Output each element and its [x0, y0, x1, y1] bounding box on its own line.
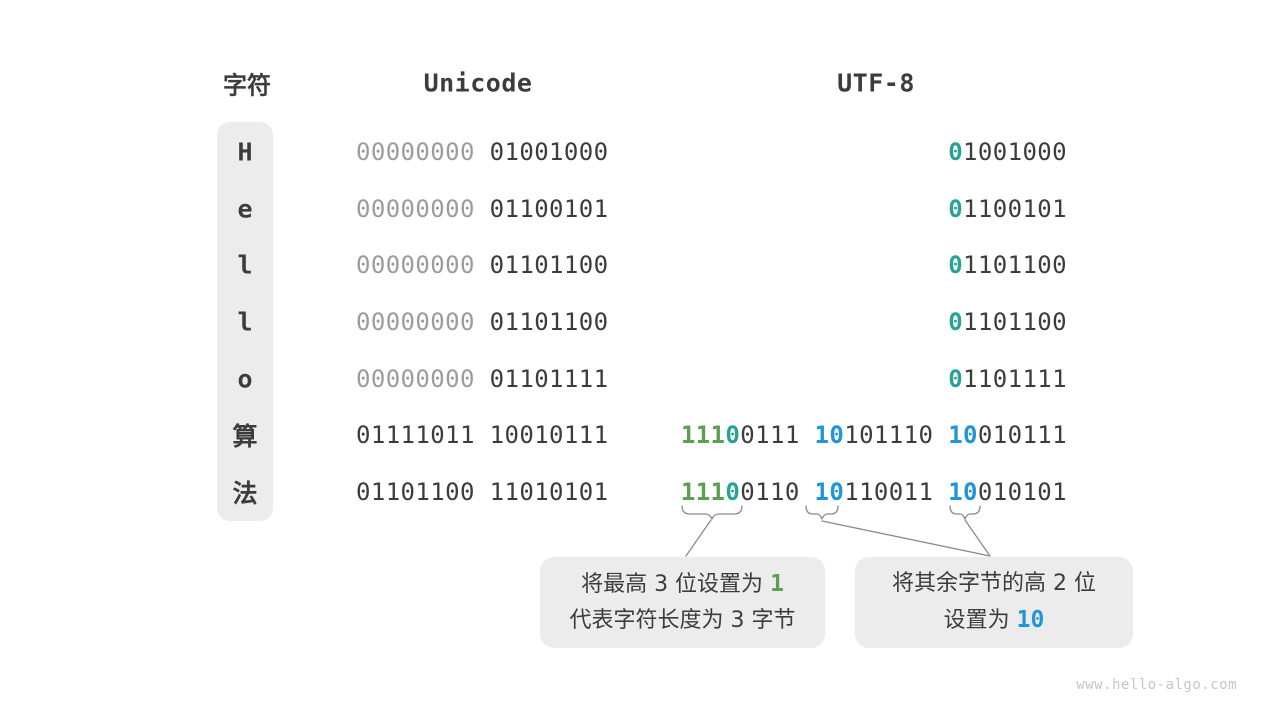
callout-line: 设置为 10	[944, 602, 1045, 639]
bit-segment-green: 1	[770, 571, 784, 597]
bit-segment-dark: 1101100	[963, 307, 1067, 336]
bit-segment-dark: 1001000	[963, 138, 1067, 166]
callout-line: 代表字符长度为 3 字节	[570, 603, 796, 639]
bit-segment-green: 111	[680, 477, 726, 506]
bit-segment-teal: 0	[725, 477, 741, 506]
bit-segment-dark: 01100101	[474, 194, 609, 223]
underbrace-cont-byte2	[805, 505, 839, 520]
bit-segment-dark: 设置为	[943, 608, 1017, 633]
bit-segment-gray: 00000000	[356, 364, 475, 393]
bit-segment-teal: 0	[948, 194, 964, 223]
connector-line-byte2	[821, 520, 991, 557]
bit-segment-dark: 010111	[977, 421, 1067, 450]
bit-segment-teal: 0	[725, 421, 741, 450]
unicode-bits: 00000000 01101111	[356, 365, 608, 393]
bit-segment-dark: 1100101	[963, 194, 1067, 223]
utf8-bits: 11100111 10101110 10010111	[681, 421, 1067, 449]
char-column-header: 字符	[223, 71, 271, 100]
bit-segment-dark: 01111011 10010111	[356, 421, 609, 450]
unicode-bits: 00000000 01001000	[356, 138, 608, 166]
connector-line-byte3	[964, 519, 991, 557]
bit-segment-dark: 将最高 3 位设置为	[581, 572, 771, 597]
underbrace-cont-byte3	[949, 505, 981, 520]
unicode-bits: 00000000 01101100	[356, 308, 608, 336]
bit-segment-gray: 00000000	[356, 251, 475, 280]
bit-segment-dark: 101110	[844, 421, 949, 450]
bit-segment-teal: 0	[948, 364, 964, 393]
bit-segment-dark: 01101100 11010101	[356, 477, 609, 506]
utf8-column-header: UTF-8	[837, 68, 915, 98]
callout-continuation-prefix: 将其余字节的高 2 位设置为 10	[855, 557, 1133, 648]
character-cell: e	[237, 194, 253, 224]
bit-segment-dark: 01001000	[474, 138, 609, 166]
character-cell: H	[237, 137, 253, 167]
bit-segment-blue: 10	[948, 477, 978, 506]
bit-segment-dark: 0110	[740, 477, 815, 506]
bit-segment-teal: 0	[948, 251, 964, 280]
character-cell: 法	[232, 478, 258, 508]
unicode-bits: 01101100 11010101	[356, 478, 608, 506]
bit-segment-gray: 00000000	[356, 138, 475, 166]
bit-segment-dark: 将其余字节的高 2 位	[892, 571, 1096, 596]
bit-segment-blue: 10	[814, 477, 845, 506]
bit-segment-teal: 0	[948, 307, 964, 336]
bit-segment-dark: 01101100	[474, 307, 609, 336]
watermark: www.hello-algo.com	[1076, 677, 1237, 693]
character-cell: l	[237, 307, 253, 337]
utf8-bits: 01101111	[948, 365, 1067, 393]
character-cell: l	[237, 250, 253, 280]
bit-segment-gray: 00000000	[356, 307, 475, 336]
bit-segment-blue: 10	[948, 421, 978, 450]
bit-segment-dark: 0111	[740, 421, 815, 450]
callout-line: 将最高 3 位设置为 1	[581, 566, 784, 603]
connector-line-left	[685, 519, 712, 557]
character-cell: 算	[232, 422, 258, 452]
bit-segment-dark: 01101100	[474, 251, 609, 280]
bit-segment-blue: 10	[814, 421, 845, 450]
underbrace-length-prefix	[681, 505, 743, 520]
utf8-bits: 01100101	[948, 195, 1067, 223]
callout-length-prefix: 将最高 3 位设置为 1 代表字符长度为 3 字节	[540, 557, 825, 648]
bit-segment-teal: 0	[948, 138, 964, 166]
bit-segment-dark: 110011	[844, 477, 949, 506]
character-column-pill	[217, 122, 273, 521]
unicode-bits: 00000000 01100101	[356, 195, 608, 223]
bit-segment-dark: 010101	[977, 477, 1067, 506]
bit-segment-dark: 1101100	[963, 251, 1067, 280]
character-cell: o	[237, 364, 253, 394]
bit-segment-green: 111	[680, 421, 726, 450]
utf8-bits: 11100110 10110011 10010101	[681, 478, 1067, 506]
utf8-bits: 01001000	[948, 138, 1067, 166]
bit-segment-dark: 1101111	[963, 364, 1067, 393]
bit-segment-dark: 01101111	[474, 364, 609, 393]
unicode-column-header: Unicode	[423, 68, 533, 98]
unicode-bits: 00000000 01101100	[356, 251, 608, 279]
callout-line: 将其余字节的高 2 位	[892, 566, 1096, 602]
bit-segment-blue: 10	[1016, 607, 1045, 633]
utf8-bits: 01101100	[948, 251, 1067, 279]
utf8-bits: 01101100	[948, 308, 1067, 336]
unicode-bits: 01111011 10010111	[356, 421, 608, 449]
bit-segment-gray: 00000000	[356, 194, 475, 223]
bit-segment-dark: 代表字符长度为 3 字节	[569, 608, 796, 633]
